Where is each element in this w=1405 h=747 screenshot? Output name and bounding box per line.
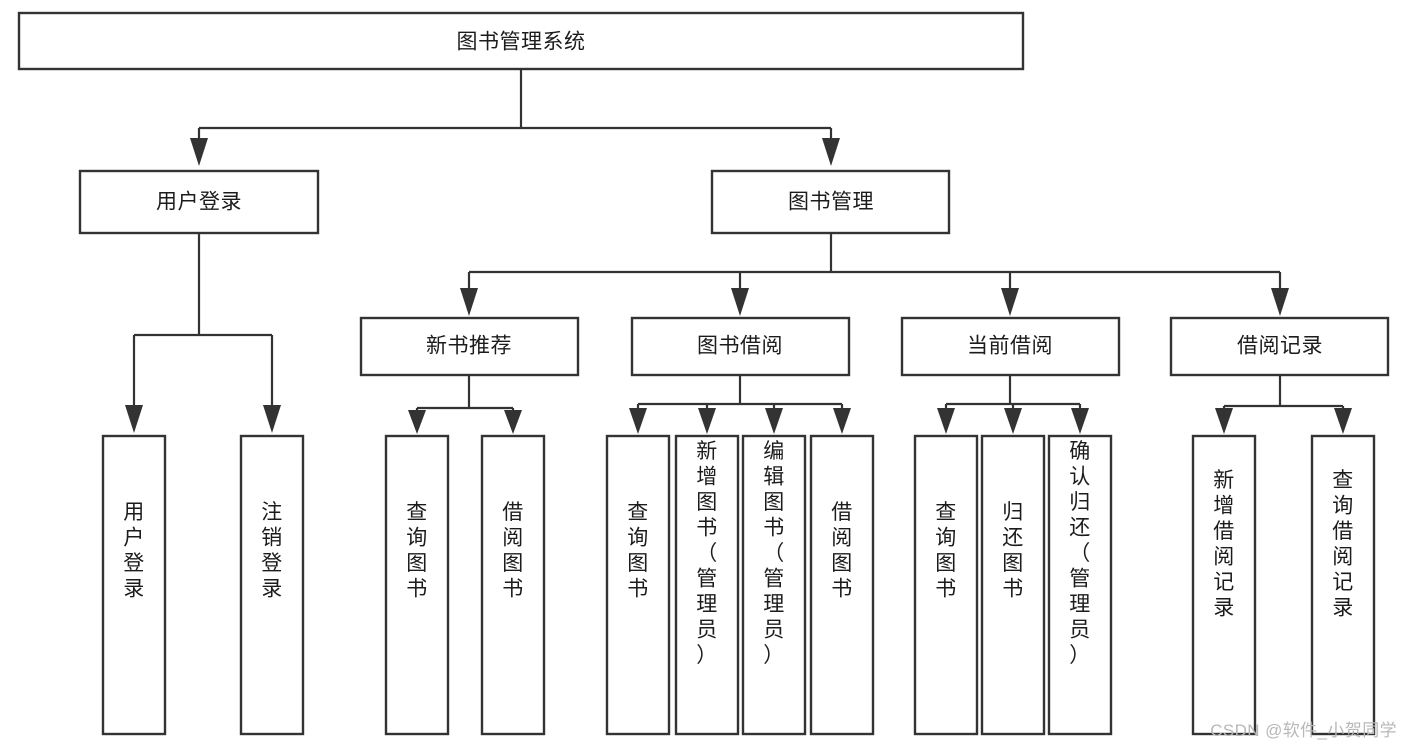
connector-group-records: [1215, 375, 1352, 434]
node-leaf13-box[interactable]: [1310, 434, 1376, 736]
node-leaf4[interactable]: 借阅图书: [480, 434, 546, 736]
node-records[interactable]: 借阅记录: [1169, 316, 1390, 377]
connector-group-bookmgmt: [460, 233, 1289, 316]
node-newbook-box[interactable]: [359, 316, 580, 377]
node-leaf2-label: 注销登录: [261, 501, 283, 601]
node-leaf11[interactable]: 确认归还（管理员）: [1047, 434, 1113, 736]
node-leaf6-label: 新增图书（管理员）: [696, 440, 718, 667]
node-leaf3[interactable]: 查询图书: [384, 434, 450, 736]
arrow-head-leaf6: [698, 408, 716, 434]
node-records-label: 借阅记录: [1237, 335, 1323, 358]
node-leaf9[interactable]: 查询图书: [913, 434, 979, 736]
node-leaf12-label: 新增借阅记录: [1213, 469, 1235, 620]
node-leaf10[interactable]: 归还图书: [980, 434, 1046, 736]
arrow-head-leaf11: [1071, 408, 1089, 434]
node-leaf6[interactable]: 新增图书（管理员）: [674, 434, 740, 736]
node-bookmgmt-label: 图书管理: [788, 191, 874, 214]
arrow-head-leaf8: [833, 408, 851, 434]
node-leaf8-box[interactable]: [809, 434, 875, 736]
node-leaf5[interactable]: 查询图书: [605, 434, 671, 736]
node-leaf12[interactable]: 新增借阅记录: [1191, 434, 1257, 736]
node-root-box[interactable]: [17, 11, 1025, 71]
arrow-head-leaf9: [937, 408, 955, 434]
node-leaf11-label: 确认归还（管理员）: [1069, 440, 1091, 667]
node-leaf10-label: 归还图书: [1002, 501, 1024, 601]
arrow-head-newbook: [460, 288, 478, 316]
node-leaf7-box[interactable]: [741, 434, 807, 736]
node-borrow-label: 图书借阅: [697, 335, 783, 358]
node-leaf1-label: 用户登录: [123, 501, 145, 601]
node-current-label: 当前借阅: [967, 335, 1053, 358]
node-leaf9-box[interactable]: [913, 434, 979, 736]
node-leaf10-box[interactable]: [980, 434, 1046, 736]
node-bookmgmt[interactable]: 图书管理: [710, 169, 951, 235]
arrow-head-leaf12: [1215, 408, 1233, 434]
node-root[interactable]: 图书管理系统: [17, 11, 1025, 71]
node-leaf6-box[interactable]: [674, 434, 740, 736]
node-leaf7[interactable]: 编辑图书（管理员）: [741, 434, 807, 736]
node-leaf12-box[interactable]: [1191, 434, 1257, 736]
arrow-head-leaf13: [1334, 408, 1352, 434]
node-leaf7-label: 编辑图书（管理员）: [763, 440, 785, 667]
arrow-head-borrow: [731, 288, 749, 316]
connector-group-root: [190, 69, 840, 166]
node-leaf2[interactable]: 注销登录: [239, 434, 305, 736]
node-leaf3-box[interactable]: [384, 434, 450, 736]
arrow-head-leaf1: [125, 405, 143, 433]
node-leaf5-box[interactable]: [605, 434, 671, 736]
node-leaf13[interactable]: 查询借阅记录: [1310, 434, 1376, 736]
node-leaf9-label: 查询图书: [935, 501, 957, 601]
arrow-head-login: [190, 138, 208, 166]
arrow-head-leaf3: [408, 410, 426, 434]
arrow-head-leaf2: [263, 405, 281, 433]
node-leaf8[interactable]: 借阅图书: [809, 434, 875, 736]
csdn-watermark: CSDN @软件_小贺同学: [1210, 721, 1397, 740]
node-login-box[interactable]: [78, 169, 320, 235]
connector-group-current: [937, 375, 1089, 434]
node-leaf13-label: 查询借阅记录: [1332, 469, 1354, 620]
arrow-head-leaf7: [765, 408, 783, 434]
node-login-label: 用户登录: [156, 191, 242, 214]
node-leaf4-label: 借阅图书: [502, 501, 524, 601]
arrow-head-leaf5: [629, 408, 647, 434]
node-leaf4-box[interactable]: [480, 434, 546, 736]
node-bookmgmt-box[interactable]: [710, 169, 951, 235]
node-leaf1[interactable]: 用户登录: [101, 434, 167, 736]
connector-group-borrow: [629, 375, 851, 434]
node-leaf5-label: 查询图书: [627, 501, 649, 601]
arrow-head-bookmgmt: [822, 138, 840, 166]
node-borrow[interactable]: 图书借阅: [630, 316, 851, 377]
arrow-head-current: [1001, 288, 1019, 316]
node-leaf1-box[interactable]: [101, 434, 167, 736]
node-records-box[interactable]: [1169, 316, 1390, 377]
node-leaf2-box[interactable]: [239, 434, 305, 736]
node-current[interactable]: 当前借阅: [900, 316, 1121, 377]
arrow-head-leaf10: [1004, 408, 1022, 434]
connector-group-newbook: [408, 375, 522, 434]
node-leaf11-box[interactable]: [1047, 434, 1113, 736]
node-leaf3-label: 查询图书: [406, 501, 428, 601]
node-leaf8-label: 借阅图书: [831, 501, 853, 601]
node-borrow-box[interactable]: [630, 316, 851, 377]
connector-group-login: [125, 233, 281, 433]
node-root-label: 图书管理系统: [457, 31, 586, 54]
arrow-head-leaf4: [504, 410, 522, 434]
node-newbook-label: 新书推荐: [426, 335, 512, 358]
arrow-head-records: [1271, 288, 1289, 316]
node-newbook[interactable]: 新书推荐: [359, 316, 580, 377]
node-login[interactable]: 用户登录: [78, 169, 320, 235]
node-current-box[interactable]: [900, 316, 1121, 377]
